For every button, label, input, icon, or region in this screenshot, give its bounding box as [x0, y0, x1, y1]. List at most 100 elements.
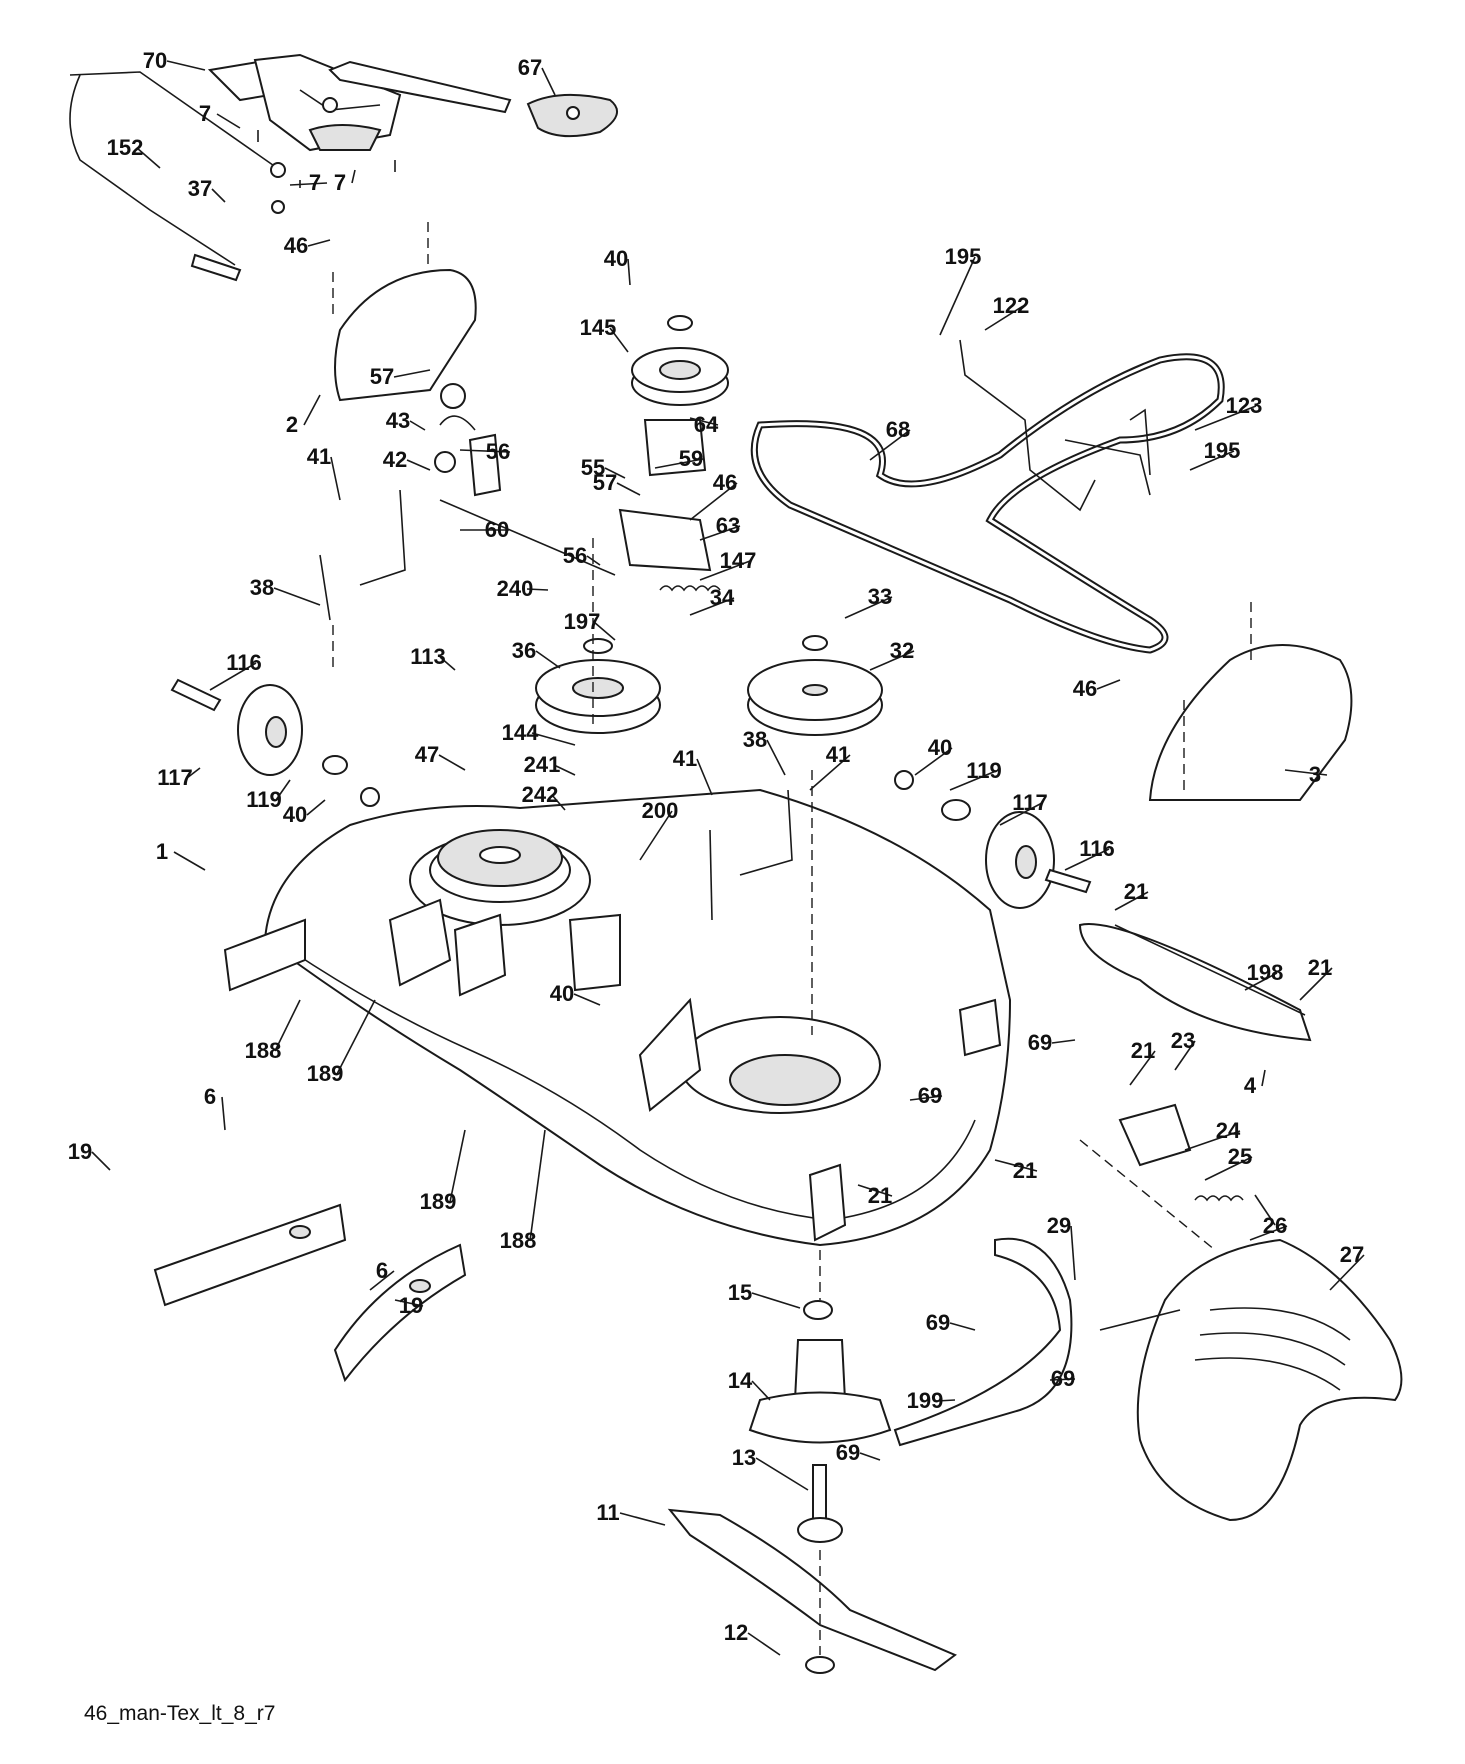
leader-line-56	[459, 449, 511, 453]
callout-119: 119	[966, 758, 1002, 783]
leader-line-46	[689, 482, 738, 521]
callout-147: 147	[720, 548, 757, 573]
leader-line-69	[909, 1095, 943, 1101]
callout-14: 14	[728, 1368, 753, 1393]
leader-line-41	[696, 758, 713, 796]
callout-69: 69	[918, 1083, 942, 1108]
leader-line-144	[531, 732, 576, 746]
front-bracket-upper	[153, 1203, 347, 1307]
pulley-36	[535, 638, 661, 734]
callout-116: 116	[1079, 836, 1115, 861]
callout-189: 189	[307, 1061, 344, 1086]
leader-line-46	[307, 239, 331, 247]
callout-67: 67	[518, 55, 542, 80]
leader-line-19	[394, 1299, 424, 1307]
left-belt-cover	[332, 222, 477, 402]
callout-7: 7	[334, 170, 346, 195]
leader-line-189	[336, 999, 376, 1075]
callout-19: 19	[399, 1293, 423, 1318]
callout-3: 3	[1309, 762, 1321, 787]
leader-line-195	[1189, 450, 1235, 471]
leader-line-21	[857, 1184, 893, 1197]
callout-33: 33	[868, 584, 892, 609]
leader-line-57	[616, 482, 641, 496]
callout-195: 195	[1204, 438, 1241, 463]
leader-line-25	[1204, 1156, 1253, 1181]
callout-69: 69	[836, 1440, 860, 1465]
callout-19: 19	[68, 1139, 92, 1164]
callout-116: 116	[226, 650, 262, 675]
leader-line-47	[438, 754, 466, 771]
leader-line-38	[766, 739, 786, 776]
callout-69: 69	[1028, 1030, 1052, 1055]
mower-deck	[223, 788, 1012, 1247]
leader-line-14	[751, 1380, 771, 1401]
callout-64: 64	[694, 412, 719, 437]
callout-38: 38	[743, 727, 767, 752]
blade-bolt	[805, 1656, 835, 1674]
leader-line-23	[1174, 1040, 1196, 1071]
leader-line-15	[751, 1292, 801, 1309]
leader-line-152	[136, 147, 161, 169]
hinge-bracket-23	[1118, 1103, 1192, 1167]
drive-belt	[750, 353, 1225, 654]
leader-line-116	[209, 662, 257, 691]
callout-56: 56	[563, 543, 587, 568]
callout-21: 21	[1131, 1038, 1155, 1063]
callout-152: 152	[107, 135, 144, 160]
callout-29: 29	[1047, 1213, 1071, 1238]
callout-69: 69	[926, 1310, 950, 1335]
leader-line-37	[211, 188, 226, 203]
callout-70: 70	[143, 48, 167, 73]
spindle-shaft	[797, 1464, 843, 1543]
belt-guide-rods	[959, 339, 1151, 512]
leader-line-68	[869, 429, 911, 461]
callout-46: 46	[713, 470, 737, 495]
leader-line-21	[1129, 1050, 1156, 1086]
leader-line-197	[593, 621, 616, 641]
leader-line-7	[216, 113, 241, 129]
leader-line-1	[173, 851, 206, 871]
leader-line-199	[936, 1399, 956, 1402]
leader-line-40	[914, 747, 953, 776]
leader-line-119	[275, 779, 291, 801]
leader-line-19	[91, 1151, 111, 1171]
leader-line-3	[1284, 769, 1328, 776]
callout-69: 69	[1051, 1366, 1075, 1391]
leader-line-40	[627, 258, 631, 286]
leader-line-70	[166, 60, 206, 71]
leader-line-242	[551, 794, 566, 811]
callout-242: 242	[522, 782, 559, 807]
hanger-rod-right	[709, 789, 793, 921]
leader-line-59	[654, 458, 704, 469]
callout-60: 60	[485, 517, 509, 542]
blade	[667, 1508, 957, 1672]
gauge-wheel-left	[170, 678, 380, 807]
callout-63: 63	[716, 513, 740, 538]
callout-119: 119	[246, 787, 282, 812]
callout-41: 41	[826, 742, 850, 767]
callout-4: 4	[1244, 1073, 1257, 1098]
callout-40: 40	[928, 735, 952, 760]
leader-line-41	[809, 754, 851, 791]
pulley-32	[747, 635, 883, 736]
leader-line-11	[619, 1512, 666, 1526]
callout-23: 23	[1171, 1028, 1195, 1053]
leader-line-57	[393, 369, 431, 378]
leader-line-26	[1249, 1225, 1288, 1241]
callout-43: 43	[386, 408, 410, 433]
callout-37: 37	[188, 176, 212, 201]
callout-21: 21	[868, 1183, 892, 1208]
callout-26: 26	[1263, 1213, 1287, 1238]
leader-line-2	[303, 394, 321, 426]
leader-line-147	[699, 560, 751, 581]
leader-line-6	[369, 1270, 395, 1291]
callout-13: 13	[732, 1445, 756, 1470]
callout-57: 57	[593, 470, 617, 495]
leader-line-33	[844, 596, 893, 619]
leader-line-36	[535, 650, 561, 669]
callout-7: 7	[199, 101, 211, 126]
callout-34: 34	[710, 585, 735, 610]
leader-line-69	[1051, 1039, 1076, 1044]
